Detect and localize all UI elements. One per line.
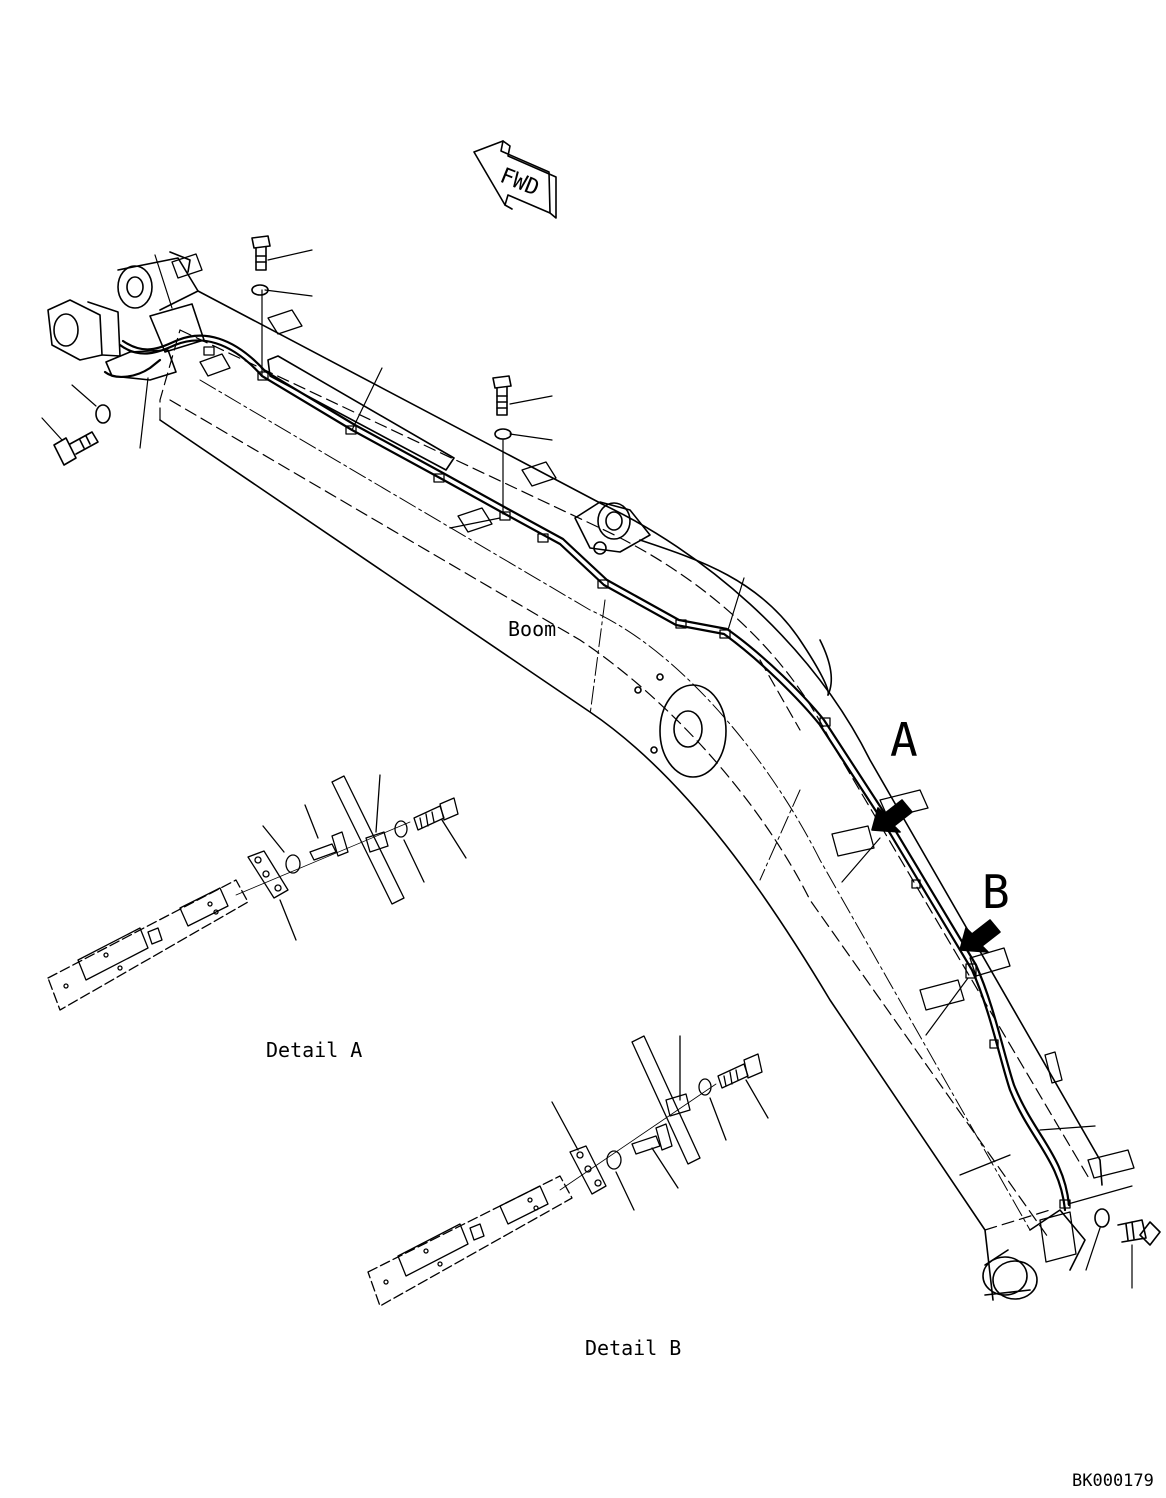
bolt-top-left: [251, 235, 271, 271]
boom-tip-pin: [117, 251, 199, 311]
harness-wire: [103, 334, 1071, 1212]
bolt-tip-left: [53, 431, 99, 466]
boom-cylinder-lug: [574, 501, 832, 696]
washer-tip-left: [95, 404, 111, 424]
bolt-top-mid: [492, 375, 512, 416]
boom-outline: [159, 290, 1103, 1301]
boom-tip-bracket: [47, 299, 177, 381]
detail-b: [367, 1035, 769, 1307]
detail-b-caption: Detail B: [585, 1336, 681, 1360]
mounting-plates: [171, 253, 1135, 1263]
fwd-arrow: [473, 140, 557, 219]
callout-arrow-a: [871, 799, 913, 833]
boom-hidden-edges: [159, 329, 1091, 1241]
fwd-label: FWD: [496, 163, 542, 201]
detail-a-caption: Detail A: [266, 1038, 362, 1062]
detail-a: [47, 774, 467, 1011]
harness-clamps: [203, 346, 1071, 1209]
washer-boom-foot: [1094, 1208, 1110, 1228]
harness-cover-plate: [149, 303, 455, 471]
boom-label: Boom: [508, 617, 556, 641]
bolt-boom-foot: [1117, 1219, 1161, 1246]
washer-top-mid: [494, 428, 512, 440]
callout-label-a: A: [890, 713, 918, 767]
callout-arrow-b: [959, 919, 1001, 953]
boom-centerlines: [199, 379, 1031, 1231]
leader-lines: [41, 249, 1133, 1289]
boom-side-boss: [634, 673, 727, 778]
callout-label-b: B: [982, 865, 1010, 919]
drawing-number: BK000179: [1072, 1471, 1154, 1491]
